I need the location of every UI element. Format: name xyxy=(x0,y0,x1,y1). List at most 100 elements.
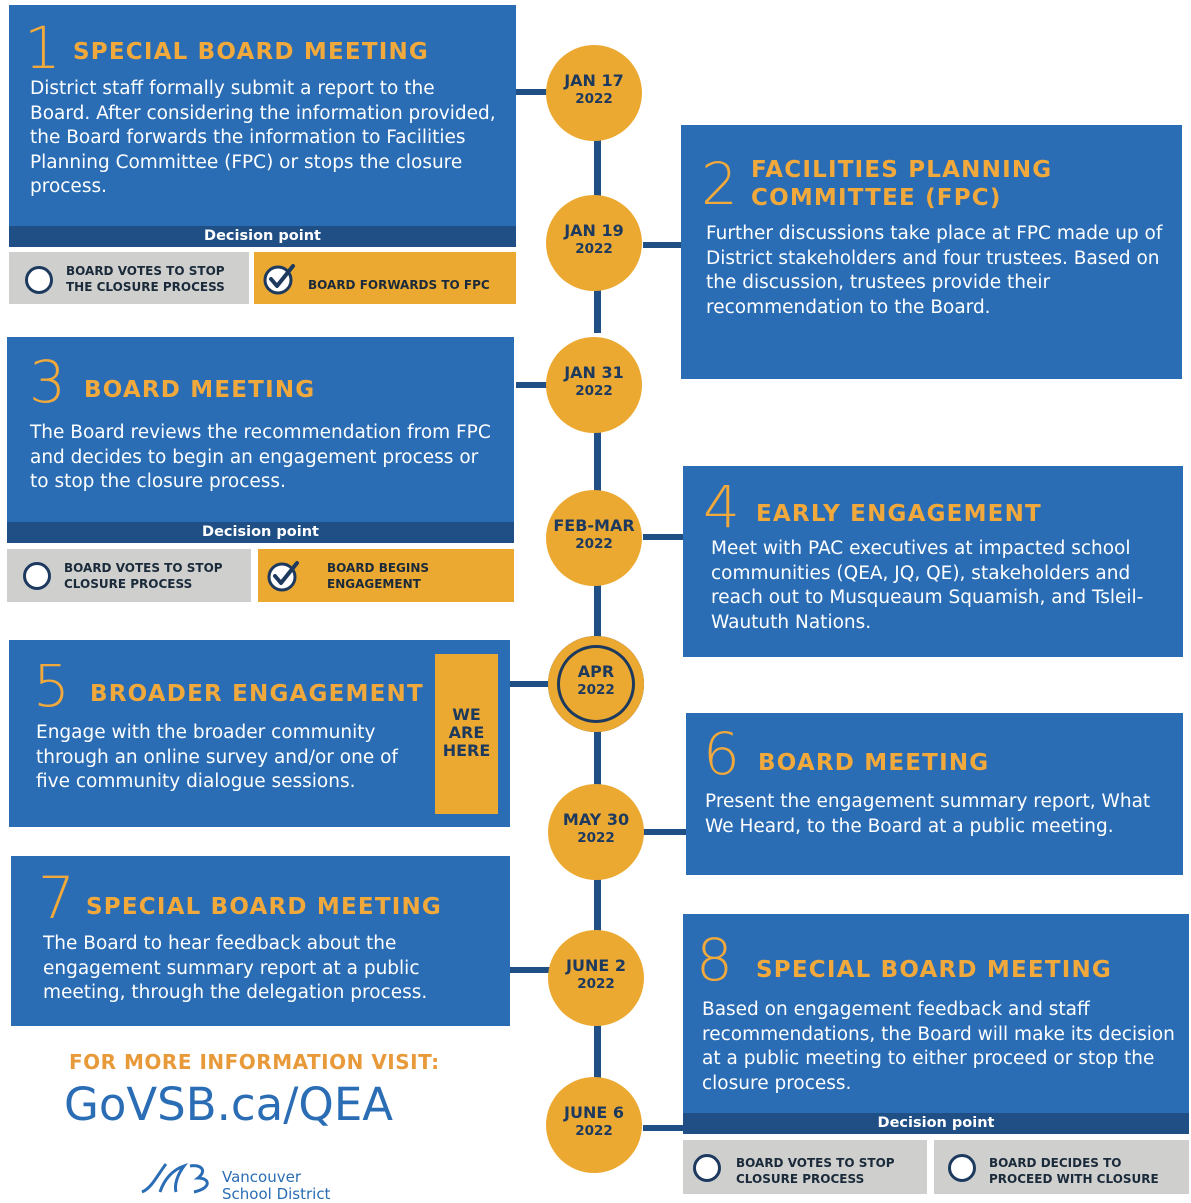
date-month: JAN 31 xyxy=(564,363,624,382)
date-month: APR xyxy=(577,662,615,681)
date-marker-jan-19: JAN 19 2022 xyxy=(546,195,642,291)
step-card-3: 3 BOARD MEETING The Board reviews the re… xyxy=(7,337,514,522)
step-description: Further discussions take place at FPC ma… xyxy=(706,223,1163,318)
step-number: 3 xyxy=(29,348,66,416)
step-number: 2 xyxy=(701,150,738,218)
empty-circle-icon xyxy=(23,562,51,590)
step-card-5: 5 BROADER ENGAGEMENT Engage with the bro… xyxy=(9,640,510,827)
timeline-spine-3 xyxy=(594,427,601,500)
date-month: JUNE 6 xyxy=(564,1103,624,1122)
date-month: JAN 17 xyxy=(564,71,624,90)
we-are-here-label: WE ARE HERE xyxy=(442,705,491,760)
step-title-line-1: FACILITIES PLANNING xyxy=(751,157,1053,183)
date-marker-june-6: JUNE 6 2022 xyxy=(546,1077,642,1173)
step-title: BOARD MEETING xyxy=(84,377,316,403)
connector-4 xyxy=(643,534,683,540)
org-name-line-2: School District xyxy=(222,1185,331,1203)
website-url[interactable]: GoVSB.ca/QEA xyxy=(64,1078,394,1131)
step-title-line-2: COMMITTEE (FPC) xyxy=(751,185,1002,211)
step-card-7: 7 SPECIAL BOARD MEETING The Board to hea… xyxy=(11,856,510,1026)
decision-point-label-3: Decision point xyxy=(7,522,514,543)
option-label: BOARD FORWARDS TO FPC xyxy=(308,278,490,292)
connector-6 xyxy=(643,829,686,835)
step-title: SPECIAL BOARD MEETING xyxy=(73,39,429,65)
date-year: 2022 xyxy=(575,383,613,399)
date-year: 2022 xyxy=(577,976,615,992)
step-description: District staff formally submit a report … xyxy=(30,78,496,197)
step-description: The Board to hear feedback about the eng… xyxy=(43,933,428,1003)
step-number: 6 xyxy=(703,720,740,788)
step-title: BROADER ENGAGEMENT xyxy=(90,681,424,707)
option-label: BOARD DECIDES TO PROCEED WITH CLOSURE xyxy=(989,1156,1159,1186)
date-month: JUNE 2 xyxy=(566,956,626,975)
decision-point-label-1: Decision point xyxy=(9,226,516,247)
step-description: Based on engagement feedback and staff r… xyxy=(702,999,1175,1094)
option-label: BOARD BEGINS ENGAGEMENT xyxy=(327,561,430,591)
more-info-heading: FOR MORE INFORMATION VISIT: xyxy=(69,1050,440,1074)
connector-5 xyxy=(510,681,550,687)
empty-circle-icon xyxy=(948,1154,976,1182)
step-number: 5 xyxy=(33,652,70,720)
date-year: 2022 xyxy=(577,830,615,846)
date-year: 2022 xyxy=(575,1123,613,1139)
date-month: JAN 19 xyxy=(564,221,624,240)
date-year: 2022 xyxy=(575,91,613,107)
option-forward-fpc: BOARD FORWARDS TO FPC xyxy=(254,252,516,304)
date-marker-jan-17: JAN 17 2022 xyxy=(546,45,642,141)
date-year: 2022 xyxy=(575,536,613,552)
date-month: MAY 30 xyxy=(562,810,630,829)
step-number: 7 xyxy=(38,864,75,932)
timeline-spine-5 xyxy=(594,728,601,792)
step-title: BOARD MEETING xyxy=(758,750,990,776)
date-month: FEB-MAR xyxy=(553,516,635,535)
vsb-logo-icon xyxy=(141,1163,209,1194)
step-card-4: 4 EARLY ENGAGEMENT Meet with PAC executi… xyxy=(683,466,1183,657)
step-description: Engage with the broader community throug… xyxy=(36,722,398,792)
connector-7 xyxy=(510,967,550,973)
step-number: 4 xyxy=(703,473,740,541)
connector-8 xyxy=(643,1125,683,1131)
step-description: Present the engagement summary report, W… xyxy=(705,791,1151,837)
step-card-2: 2 FACILITIES PLANNING COMMITTEE (FPC) Fu… xyxy=(681,125,1182,379)
timeline-spine-7 xyxy=(594,1021,601,1091)
date-year: 2022 xyxy=(575,241,613,257)
option-label: BOARD VOTES TO STOP THE CLOSURE PROCESS xyxy=(66,264,225,294)
date-marker-may-30: MAY 30 2022 xyxy=(548,784,644,880)
step-description: The Board reviews the recommendation fro… xyxy=(30,422,491,492)
step-number: 1 xyxy=(24,14,61,82)
option-label: BOARD VOTES TO STOP CLOSURE PROCESS xyxy=(64,561,223,591)
option-proceed-closure: BOARD DECIDES TO PROCEED WITH CLOSURE xyxy=(934,1140,1189,1194)
checkmark-circle-icon xyxy=(267,561,299,592)
org-name: Vancouver School District xyxy=(222,1169,330,1203)
date-marker-feb-mar: FEB-MAR 2022 xyxy=(546,490,642,586)
step-title: EARLY ENGAGEMENT xyxy=(756,501,1042,527)
step-number: 8 xyxy=(696,926,733,994)
option-begin-engagement: BOARD BEGINS ENGAGEMENT xyxy=(258,549,514,602)
date-marker-jan-31: JAN 31 2022 xyxy=(546,337,642,433)
date-year: 2022 xyxy=(577,682,615,698)
timeline-spine-6 xyxy=(594,874,601,936)
connector-1 xyxy=(516,89,548,95)
step-description: Meet with PAC executives at impacted sch… xyxy=(711,538,1144,633)
empty-circle-icon xyxy=(25,266,53,294)
org-name-line-1: Vancouver xyxy=(222,1168,301,1186)
step-card-1: 1 SPECIAL BOARD MEETING District staff f… xyxy=(9,5,516,226)
timeline-spine-1 xyxy=(594,136,601,200)
step-title: SPECIAL BOARD MEETING xyxy=(86,894,442,920)
step-title: SPECIAL BOARD MEETING xyxy=(756,957,1112,983)
timeline-spine-4 xyxy=(594,578,601,640)
step-card-6: 6 BOARD MEETING Present the engagement s… xyxy=(686,713,1183,875)
decision-point-label-8: Decision point xyxy=(683,1113,1189,1134)
checkmark-circle-icon xyxy=(263,264,295,295)
option-label: BOARD VOTES TO STOP CLOSURE PROCESS xyxy=(736,1156,895,1186)
empty-circle-icon xyxy=(693,1154,721,1182)
step-card-8: 8 SPECIAL BOARD MEETING Based on engagem… xyxy=(683,914,1189,1113)
connector-3 xyxy=(516,382,548,388)
option-stop-closure-8: BOARD VOTES TO STOP CLOSURE PROCESS xyxy=(683,1140,927,1194)
connector-2 xyxy=(643,242,681,248)
option-stop-closure-1: BOARD VOTES TO STOP THE CLOSURE PROCESS xyxy=(9,252,249,304)
date-marker-june-2: JUNE 2 2022 xyxy=(548,930,644,1026)
we-are-here-badge: WE ARE HERE xyxy=(435,654,498,814)
date-marker-apr-current: APR 2022 xyxy=(548,636,644,732)
option-stop-closure-3: BOARD VOTES TO STOP CLOSURE PROCESS xyxy=(7,549,251,602)
